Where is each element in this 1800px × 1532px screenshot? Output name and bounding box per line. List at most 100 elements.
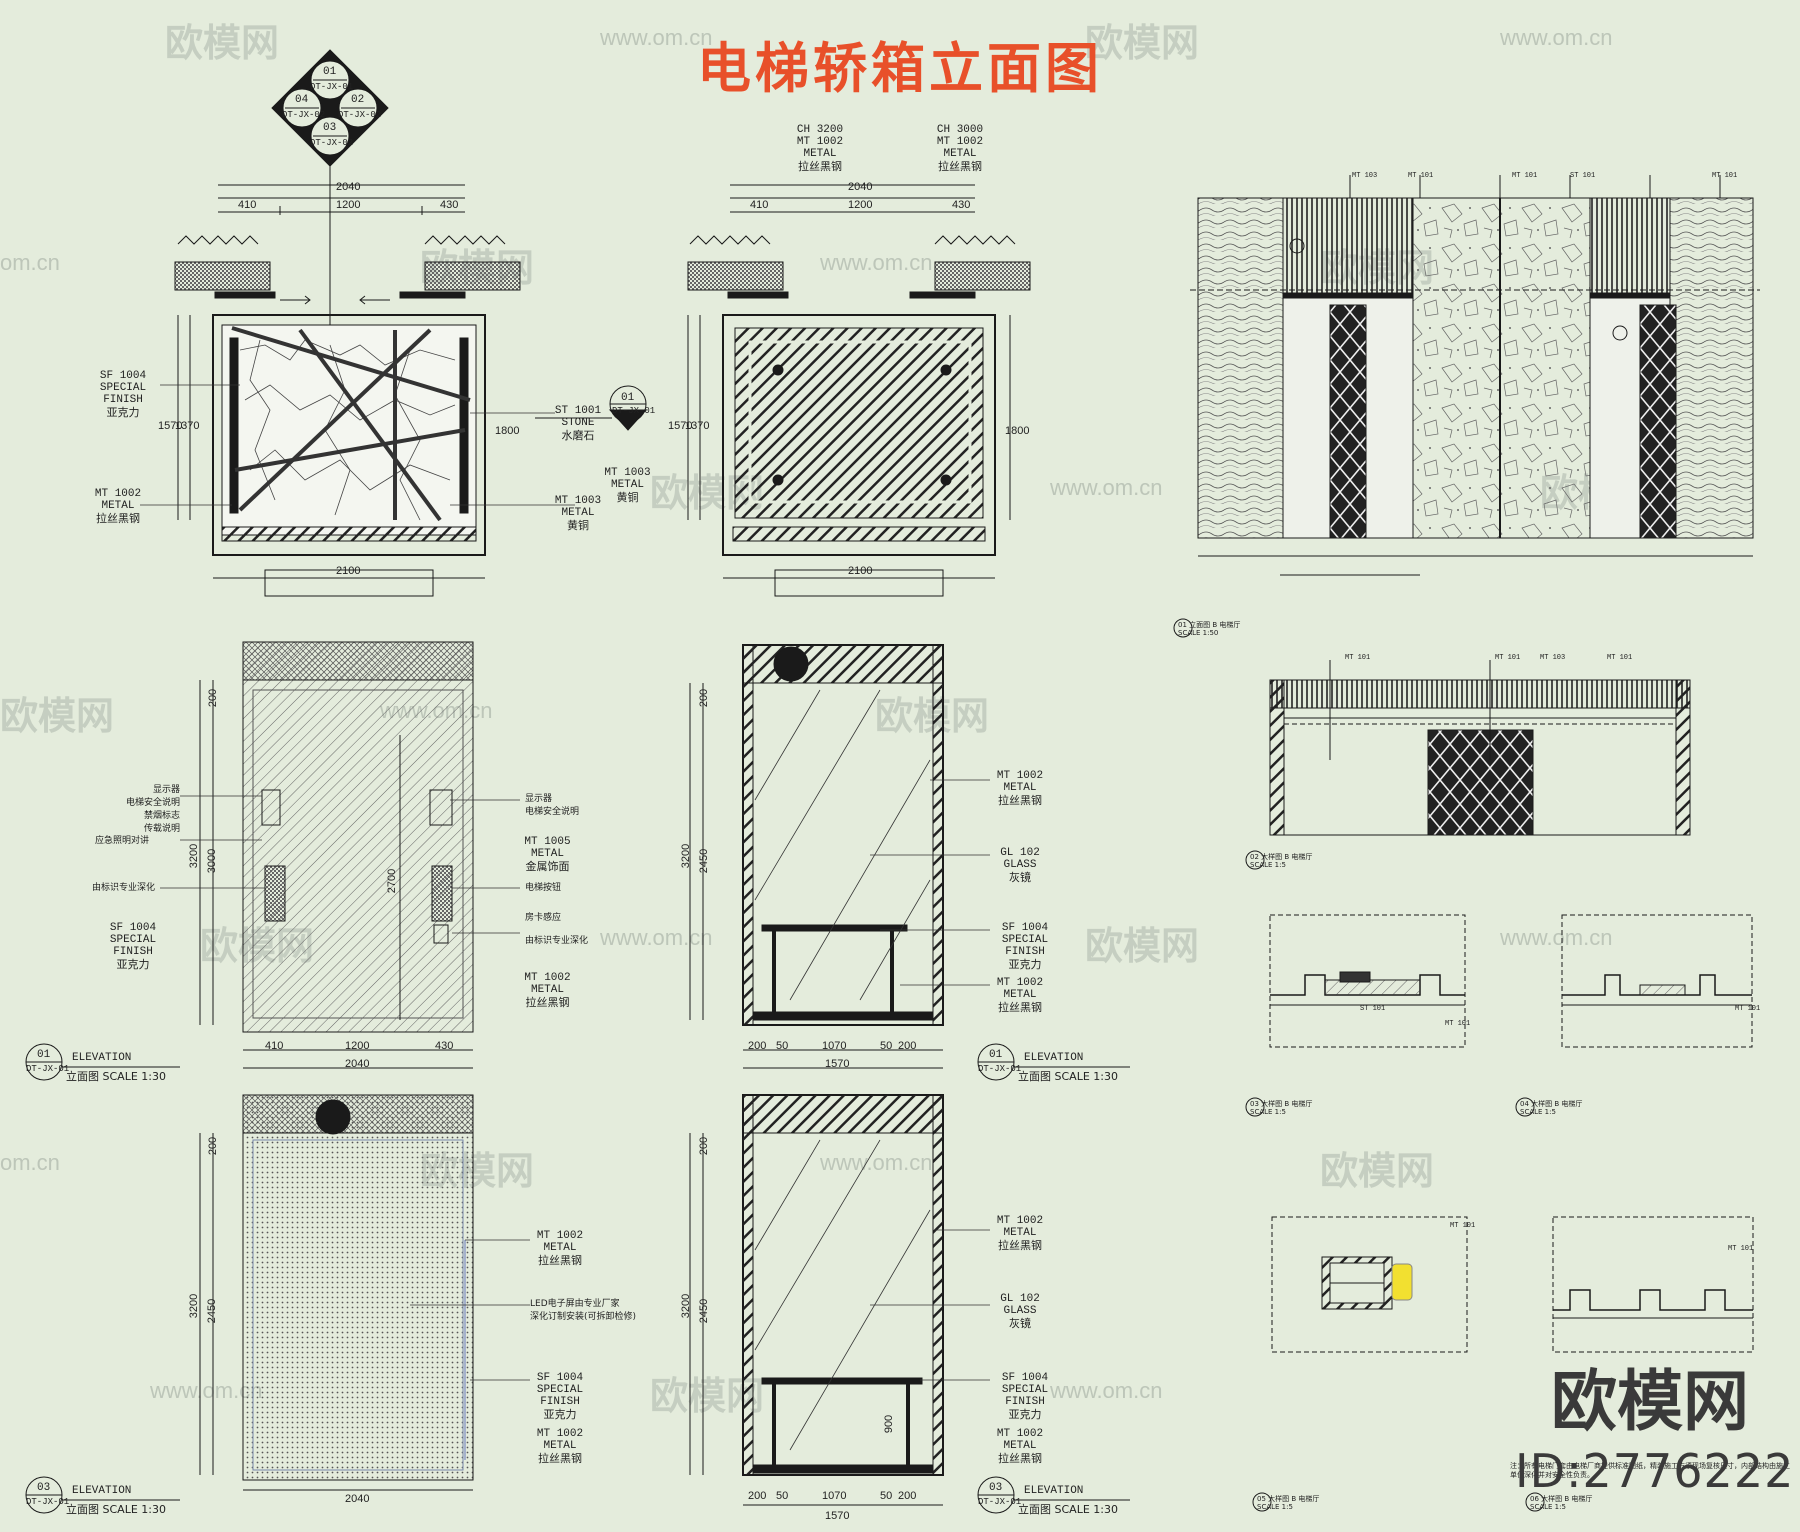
elevation-03-left <box>199 1094 474 1491</box>
dim-1570: 1570 <box>825 1510 850 1522</box>
index-top-ref: DT-JX-01 <box>310 82 354 92</box>
index-symbol <box>271 49 389 345</box>
elev-4-caption: 立面图 SCALE 1:30 <box>1018 1503 1118 1516</box>
dim-2040: 2040 <box>336 181 361 193</box>
elev-3-caption: 立面图 SCALE 1:30 <box>66 1503 166 1516</box>
rt-mt101: MT 101 <box>1495 654 1521 662</box>
dim-2100: 2100 <box>336 565 361 577</box>
dim-3200: 3200 <box>680 1293 693 1319</box>
lobby-elevation <box>1190 175 1760 576</box>
elev-3-ref: DT-JX-01 <box>26 1497 70 1507</box>
dim-1370: 1370 <box>685 420 710 432</box>
section-ref: 01 <box>621 392 635 404</box>
rt-st101: ST 101 <box>1570 172 1596 180</box>
detail-04 <box>1561 914 1753 1048</box>
dim-3200: 3200 <box>680 843 693 869</box>
dim-3000: 3000 <box>206 848 219 874</box>
dim-410: 410 <box>238 199 257 211</box>
note-signage-r: 由标识专业深化 <box>525 936 589 946</box>
dim-50: 50 <box>880 1490 893 1502</box>
index-right-ref: DT-JX-02 <box>338 110 382 120</box>
rt-mt101: MT 101 <box>1345 654 1371 662</box>
brand-name: 欧模网 <box>1551 1363 1749 1440</box>
rt-mt101: MT 101 <box>1607 654 1633 662</box>
note-intercom: 应急照明对讲 <box>95 836 150 846</box>
elev-4-ref: DT-JX-01 <box>978 1497 1022 1507</box>
elev-4-num: 03 <box>989 1482 1003 1494</box>
rt-mt101: MT 101 <box>1408 172 1434 180</box>
rt-mt101: MT 101 <box>1445 1020 1471 1028</box>
dim-2450: 2450 <box>206 1298 219 1324</box>
dim-2450: 2450 <box>698 1298 711 1324</box>
elevation-03-center <box>689 1094 944 1506</box>
elev-2-caption: 立面图 SCALE 1:30 <box>1018 1070 1118 1083</box>
dim-50: 50 <box>880 1040 893 1052</box>
plan-a <box>174 184 521 597</box>
leader-lines <box>140 384 990 1381</box>
dim-2100: 2100 <box>848 565 873 577</box>
dim-430: 430 <box>952 199 971 211</box>
index-right: 02 <box>351 94 365 106</box>
dim-1070: 1070 <box>822 1040 847 1052</box>
elev-2-word: ELEVATION <box>1024 1052 1084 1064</box>
elev-1-num: 01 <box>37 1049 51 1061</box>
dim-2450: 2450 <box>698 848 711 874</box>
dim-1200: 1200 <box>848 199 873 211</box>
rt-mt101: MT 101 <box>1735 1005 1761 1013</box>
rt-mt101: MT 101 <box>1728 1245 1754 1253</box>
note-button: 电梯按钮 <box>525 883 562 893</box>
rt-st101: ST 101 <box>1360 1005 1386 1013</box>
note-display: 显示器电梯安全说明禁烟标志传载说明 <box>125 785 180 834</box>
dim-1800: 1800 <box>1005 425 1030 437</box>
dim-3200: 3200 <box>188 843 201 869</box>
dim-200: 200 <box>898 1040 917 1052</box>
elev-3-num: 03 <box>37 1482 51 1494</box>
elevation-01-center <box>689 644 944 1069</box>
dim-200: 200 <box>698 1136 711 1156</box>
brand-block: 欧模网 ID:2776222 <box>1515 1348 1793 1498</box>
note-signage: 由标识专业深化 <box>92 883 156 893</box>
rt-mt101: MT 101 <box>1450 1222 1476 1230</box>
dim-410: 410 <box>265 1040 284 1052</box>
note-display-r: 显示器电梯安全说明 <box>525 794 580 817</box>
rt-mt103: MT 103 <box>1352 172 1378 180</box>
section-ref-code: DT-JX-01 <box>612 406 656 416</box>
dim-1800: 1800 <box>495 425 520 437</box>
dim-200: 200 <box>207 688 220 708</box>
dim-1570: 1570 <box>668 420 693 432</box>
plan-b <box>687 184 1031 597</box>
elev-4-word: ELEVATION <box>1024 1485 1084 1497</box>
index-bottom-ref: DT-JX-02 <box>310 138 354 148</box>
dim-200: 200 <box>898 1490 917 1502</box>
note-led: LED电子屏由专业厂家深化订制安装(可拆卸检修) <box>530 1299 637 1322</box>
rt-mt101: MT 101 <box>1712 172 1738 180</box>
index-left-ref: DT-JX-02 <box>282 110 326 120</box>
dim-430: 430 <box>440 199 459 211</box>
dim-1370: 1370 <box>175 420 200 432</box>
dim-3200: 3200 <box>188 1293 201 1319</box>
dim-1200: 1200 <box>345 1040 370 1052</box>
elev-2-num: 01 <box>989 1049 1003 1061</box>
